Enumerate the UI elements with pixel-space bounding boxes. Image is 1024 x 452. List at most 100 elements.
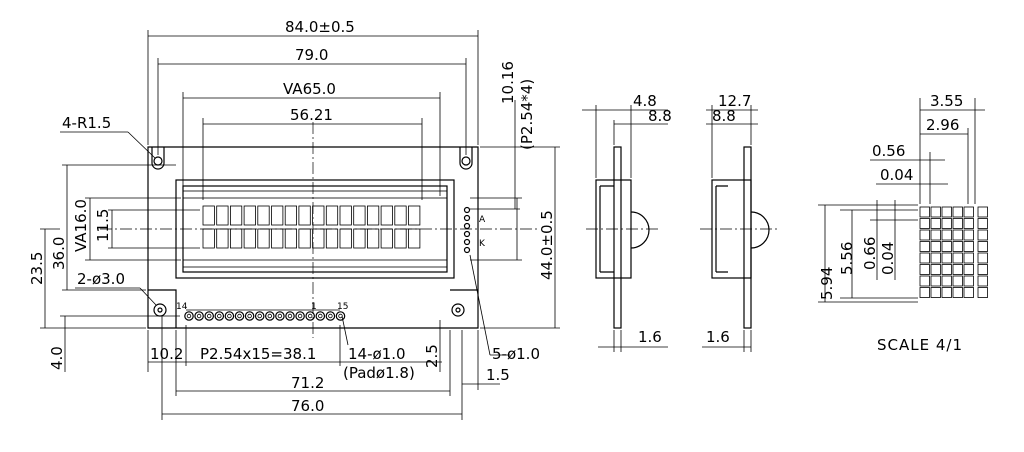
svg-text:0.56: 0.56 <box>872 142 905 160</box>
dot-cell <box>941 252 952 264</box>
pin-pad <box>305 311 315 321</box>
dot-cell <box>952 287 963 298</box>
character-cell <box>408 228 421 249</box>
dim-hole-radius: 4-R1.5 <box>60 114 156 159</box>
svg-text:36.0: 36.0 <box>50 237 68 270</box>
character-cell <box>257 228 270 249</box>
dim-mount-hole: 2-ø3.0 <box>75 270 157 306</box>
dot-cell <box>930 218 941 229</box>
bottom-left-tab <box>148 289 177 328</box>
dot-cell <box>952 206 963 218</box>
svg-text:(P2.54*4): (P2.54*4) <box>518 79 536 150</box>
front-view: A K 84.0±0.5 79.0 VA65.0 <box>28 18 560 420</box>
dot-cell <box>919 229 930 241</box>
dot-cell <box>963 252 974 264</box>
character-cell <box>408 205 421 226</box>
character-cell <box>284 228 298 249</box>
dim-inner-hole-span: 71.2 <box>161 316 451 420</box>
dim-bottom-offset: 4.0 <box>48 315 180 372</box>
dot-cell <box>930 287 941 298</box>
svg-text:P2.54x15=38.1: P2.54x15=38.1 <box>200 345 316 363</box>
character-cell <box>271 228 284 249</box>
dot-cell <box>930 252 941 264</box>
top-right-slot <box>459 147 473 170</box>
character-cell <box>366 205 380 226</box>
svg-text:2.96: 2.96 <box>926 116 959 134</box>
svg-text:12.7: 12.7 <box>718 92 751 110</box>
dot-cell <box>919 218 930 229</box>
svg-text:(Padø1.8): (Padø1.8) <box>343 364 415 382</box>
svg-text:11.5: 11.5 <box>94 209 112 242</box>
svg-text:10.16: 10.16 <box>499 61 517 104</box>
dim-pin-row: 10.2 P2.54x15=38.1 14-ø1.0 (Padø1.8) <box>147 315 442 382</box>
dot-cell <box>952 275 963 287</box>
dot-cell <box>952 218 963 229</box>
pin-pad <box>234 311 245 321</box>
side-left-pcb <box>613 146 622 329</box>
svg-text:2-ø3.0: 2-ø3.0 <box>77 270 125 288</box>
svg-text:0.04: 0.04 <box>880 166 913 184</box>
pin-pad <box>264 311 275 321</box>
dot-cell <box>919 287 930 298</box>
character-cell <box>243 205 256 226</box>
dim-view-area: VA65.0 <box>182 80 441 196</box>
character-cell <box>380 205 393 226</box>
svg-text:8.8: 8.8 <box>648 107 672 125</box>
character-cell <box>339 228 352 249</box>
dim-hole-spacing: 79.0 <box>157 46 467 155</box>
dim-hole-center-height: 23.5 <box>28 228 146 329</box>
character-cell <box>216 228 229 249</box>
character-cell <box>298 205 311 226</box>
pin-14-label: 14 <box>176 302 188 312</box>
dot-cell <box>941 218 952 229</box>
pin-pad <box>184 311 194 321</box>
svg-text:76.0: 76.0 <box>291 397 324 415</box>
dot-cell <box>963 287 974 298</box>
scale-label: SCALE 4/1 <box>877 336 963 354</box>
dot-cell <box>963 218 974 229</box>
dim-pin-pitch: 10.16 (P2.54*4) <box>470 61 536 210</box>
dot-cell <box>963 264 974 275</box>
dot-cell <box>963 275 974 287</box>
svg-text:8.8: 8.8 <box>712 107 736 125</box>
pin-pad <box>244 311 255 321</box>
dim-view-area-height: VA16.0 <box>72 197 181 261</box>
svg-text:VA16.0: VA16.0 <box>72 199 90 252</box>
pin-1-label: 1 <box>311 302 317 312</box>
led-anode-label: A <box>479 215 486 225</box>
dot-cell <box>941 264 952 275</box>
dot-cell <box>977 229 988 241</box>
dim-overall-width: 84.0±0.5 <box>147 18 479 145</box>
dot-cell <box>930 229 941 241</box>
svg-text:56.21: 56.21 <box>290 106 333 124</box>
pin-pad <box>194 311 204 321</box>
dim-pin-row-offset: 2.5 <box>423 320 441 372</box>
side-right-pcb <box>743 146 752 329</box>
top-right-hole <box>461 156 471 166</box>
dot-cell <box>930 275 941 287</box>
dot-cell <box>919 241 930 252</box>
character-cell <box>243 228 256 249</box>
dot-cell <box>952 252 963 264</box>
dot-cell <box>941 206 952 218</box>
pin-pad <box>254 311 265 321</box>
dim-board-width: 76.0 <box>162 390 463 420</box>
pin-pad <box>204 311 214 321</box>
dim-frame-height: 36.0 <box>50 164 176 291</box>
pcb-outline <box>147 146 479 329</box>
dot-cell <box>977 241 988 252</box>
dot-cell <box>963 206 974 218</box>
dot-cell <box>930 206 941 218</box>
character-cell <box>380 228 393 249</box>
dot-cell <box>977 206 988 218</box>
character-cell <box>202 228 215 249</box>
dim-active-area: 56.21 <box>202 106 423 200</box>
character-cell <box>284 205 298 226</box>
dot-cell <box>941 229 952 241</box>
svg-text:0.66: 0.66 <box>861 237 879 270</box>
character-cell <box>298 228 311 249</box>
svg-text:0.04: 0.04 <box>879 242 897 275</box>
dot-matrix-grid <box>919 206 988 298</box>
svg-text:5.56: 5.56 <box>838 242 856 275</box>
